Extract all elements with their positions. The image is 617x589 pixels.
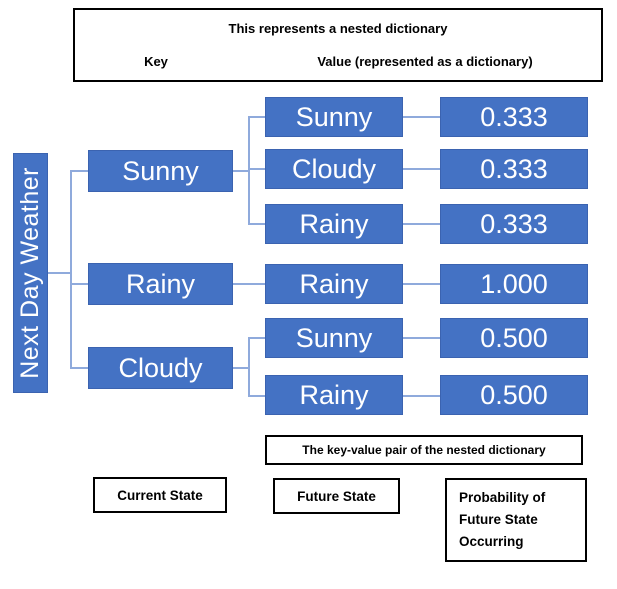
probability-node-cloudy-sunny: 0.500	[440, 318, 588, 358]
root-node-label: Next Day Weather	[16, 167, 44, 379]
connector-cloudy-to-rainy	[248, 395, 265, 397]
connector-value-row6	[403, 395, 440, 397]
probability-node-cloudy-rainy: 0.500	[440, 375, 588, 415]
header-key-label: Key	[144, 54, 168, 69]
connector-value-row5	[403, 337, 440, 339]
connector-value-row3	[403, 223, 440, 225]
connector-sunny-trunk	[248, 116, 250, 225]
future-state-label-box: Future State	[273, 478, 400, 514]
header-box: This represents a nested dictionary Key …	[73, 8, 603, 82]
probability-label-box: Probability of Future State Occurring	[445, 478, 587, 562]
connector-root-trunk	[70, 170, 72, 369]
probability-node-rainy-rainy: 1.000	[440, 264, 588, 304]
nested-pair-note-box: The key-value pair of the nested diction…	[265, 435, 583, 465]
connector-rainy-to-rainy	[233, 283, 265, 285]
probability-node-sunny-sunny: 0.333	[440, 97, 588, 137]
connector-sunny-to-rainy	[248, 223, 265, 225]
connector-root-to-sunny	[70, 170, 88, 172]
connector-root-to-cloudy	[70, 367, 88, 369]
future-state-node-cloudy-rainy: Rainy	[265, 375, 403, 415]
connector-root-stub	[48, 272, 70, 274]
connector-cloudy-stub	[233, 367, 249, 369]
connector-sunny-stub	[233, 170, 249, 172]
probability-node-sunny-rainy: 0.333	[440, 204, 588, 244]
connector-value-row4	[403, 283, 440, 285]
connector-cloudy-trunk	[248, 337, 250, 397]
future-state-node-cloudy-sunny: Sunny	[265, 318, 403, 358]
current-state-label-box: Current State	[93, 477, 227, 513]
connector-sunny-to-sunny	[248, 116, 265, 118]
connector-value-row2	[403, 168, 440, 170]
connector-sunny-to-cloudy	[248, 168, 265, 170]
future-state-node-sunny-cloudy: Cloudy	[265, 149, 403, 189]
future-state-node-sunny-rainy: Rainy	[265, 204, 403, 244]
future-state-node-sunny-sunny: Sunny	[265, 97, 403, 137]
current-state-node-sunny: Sunny	[88, 150, 233, 192]
connector-root-to-rainy	[70, 283, 88, 285]
current-state-node-rainy: Rainy	[88, 263, 233, 305]
connector-cloudy-to-sunny	[248, 337, 265, 339]
current-state-node-cloudy: Cloudy	[88, 347, 233, 389]
header-value-label: Value (represented as a dictionary)	[317, 54, 533, 69]
future-state-node-rainy-rainy: Rainy	[265, 264, 403, 304]
root-node-next-day-weather: Next Day Weather	[13, 153, 48, 393]
header-title: This represents a nested dictionary	[228, 21, 448, 36]
probability-node-sunny-cloudy: 0.333	[440, 149, 588, 189]
connector-value-row1	[403, 116, 440, 118]
